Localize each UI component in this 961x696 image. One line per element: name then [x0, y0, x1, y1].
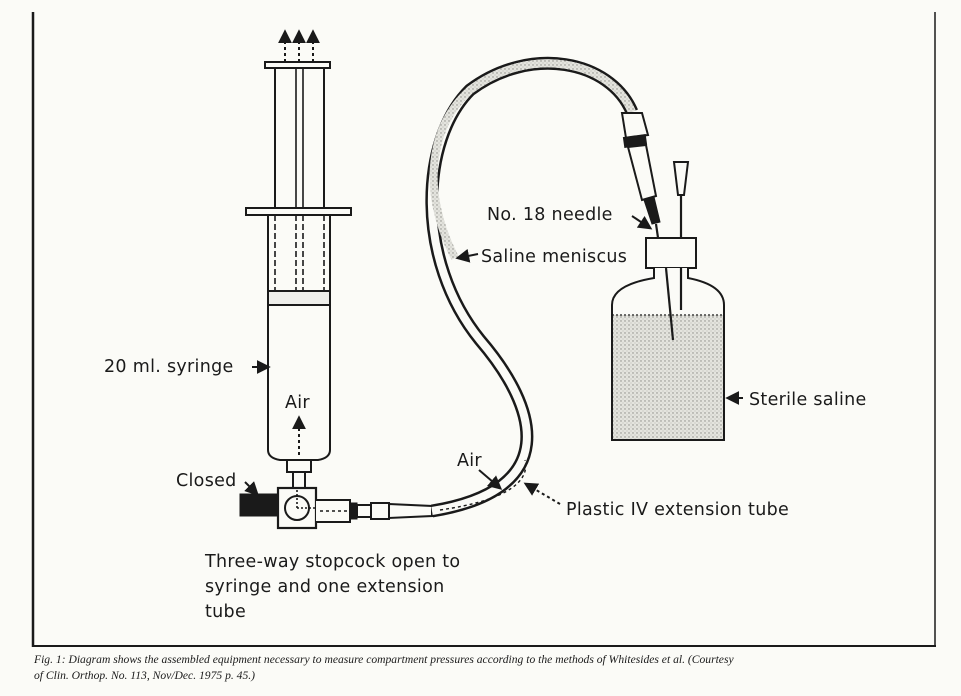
stopcock-label-line2: syringe and one extension	[205, 577, 445, 597]
label-pointers	[244, 215, 743, 505]
caption-line-2: of Clin. Orthop. No. 113, Nov/Dec. 1975 …	[34, 668, 256, 682]
figure-caption: Fig. 1: Diagram shows the assembled equi…	[34, 652, 939, 683]
syringe-tip	[286, 459, 312, 473]
saline-bottle	[611, 237, 725, 441]
plunger-head	[267, 290, 331, 306]
closed-label: Closed	[176, 471, 237, 491]
air-tube-label: Air	[457, 451, 482, 471]
closed-port-handle	[239, 493, 281, 517]
saline-meniscus-label: Saline meniscus	[481, 247, 627, 267]
finger-flange	[245, 207, 352, 216]
figure-frame	[31, 12, 936, 647]
three-way-stopcock	[239, 486, 433, 530]
stopcock-label-line3: tube	[205, 602, 246, 622]
air-syringe-label: Air	[285, 393, 310, 413]
iv-tube-label: Plastic IV extension tube	[566, 500, 789, 520]
bottle-cap	[645, 237, 697, 269]
plunger-top-plate	[264, 61, 331, 69]
saline-fluid	[613, 315, 723, 439]
caption-line-1: Fig. 1: Diagram shows the assembled equi…	[34, 653, 734, 666]
iv-extension-tube	[425, 56, 638, 518]
stopcock-label-line1: Three-way stopcock open to	[204, 552, 460, 572]
sterile-saline-label: Sterile saline	[749, 390, 867, 410]
syringe	[245, 61, 352, 488]
air-exit-arrows	[278, 29, 320, 62]
needle-label: No. 18 needle	[487, 205, 613, 225]
syringe-label: 20 ml. syringe	[104, 357, 234, 377]
